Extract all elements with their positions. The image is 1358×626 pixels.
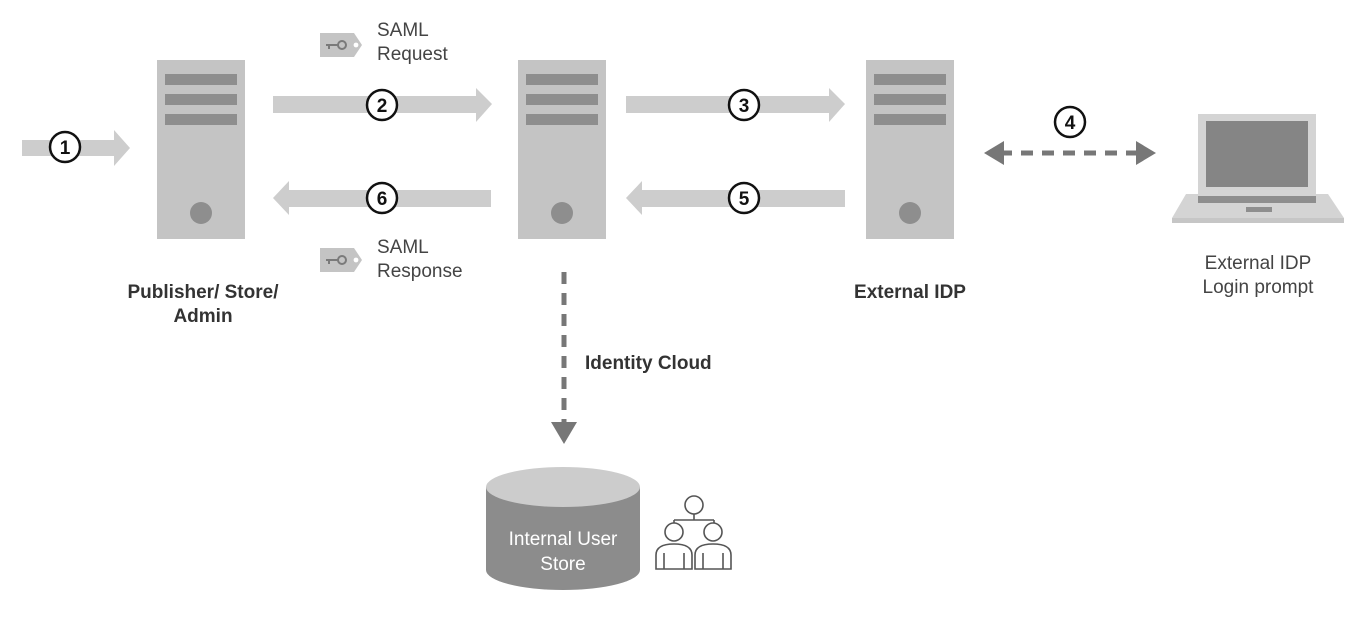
saml-response-label: SAML Response bbox=[377, 236, 497, 284]
step-number: 3 bbox=[739, 96, 750, 117]
step-marker-6: 6 bbox=[365, 181, 399, 215]
step-marker-1: 1 bbox=[48, 130, 82, 164]
publisher-label-line1: Publisher/ Store/ bbox=[127, 282, 279, 303]
laptop-label: External IDP Login prompt bbox=[1168, 252, 1348, 300]
step-marker-2: 2 bbox=[365, 88, 399, 122]
arrow-down-dashed bbox=[551, 272, 577, 444]
database-icon: Internal User Store bbox=[486, 467, 640, 590]
laptop-label-line2: Login prompt bbox=[1202, 277, 1314, 298]
saml-response-line1: SAML bbox=[377, 237, 429, 258]
step-marker-3: 3 bbox=[727, 88, 761, 122]
publisher-server-icon bbox=[157, 60, 245, 239]
step-number: 4 bbox=[1065, 113, 1076, 134]
user-store-line2: Store bbox=[540, 554, 585, 575]
arrow-step-4-dashed bbox=[984, 141, 1156, 165]
key-tag-icon bbox=[320, 33, 362, 57]
users-icon bbox=[655, 495, 732, 570]
laptop-icon bbox=[1172, 114, 1344, 223]
laptop-label-line1: External IDP bbox=[1204, 253, 1312, 274]
external-idp-label: External IDP bbox=[854, 282, 966, 303]
step-number: 1 bbox=[60, 138, 71, 159]
saml-request-line1: SAML bbox=[377, 20, 429, 41]
publisher-label: Publisher/ Store/ Admin bbox=[96, 281, 310, 329]
saml-request-label: SAML Request bbox=[377, 19, 497, 67]
step-number: 5 bbox=[739, 189, 750, 210]
step-marker-4: 4 bbox=[1053, 105, 1087, 139]
saml-request-line2: Request bbox=[377, 44, 448, 65]
identity-cloud-server-icon bbox=[518, 60, 606, 239]
key-tag-icon bbox=[320, 248, 362, 272]
external-idp-server-icon bbox=[866, 60, 954, 239]
saml-response-line2: Response bbox=[377, 261, 463, 282]
step-number: 6 bbox=[377, 189, 388, 210]
step-marker-5: 5 bbox=[727, 181, 761, 215]
publisher-label-line2: Admin bbox=[173, 306, 233, 327]
identity-cloud-label: Identity Cloud bbox=[585, 353, 712, 374]
step-number: 2 bbox=[377, 96, 388, 117]
user-store-line1: Internal User bbox=[509, 529, 618, 550]
